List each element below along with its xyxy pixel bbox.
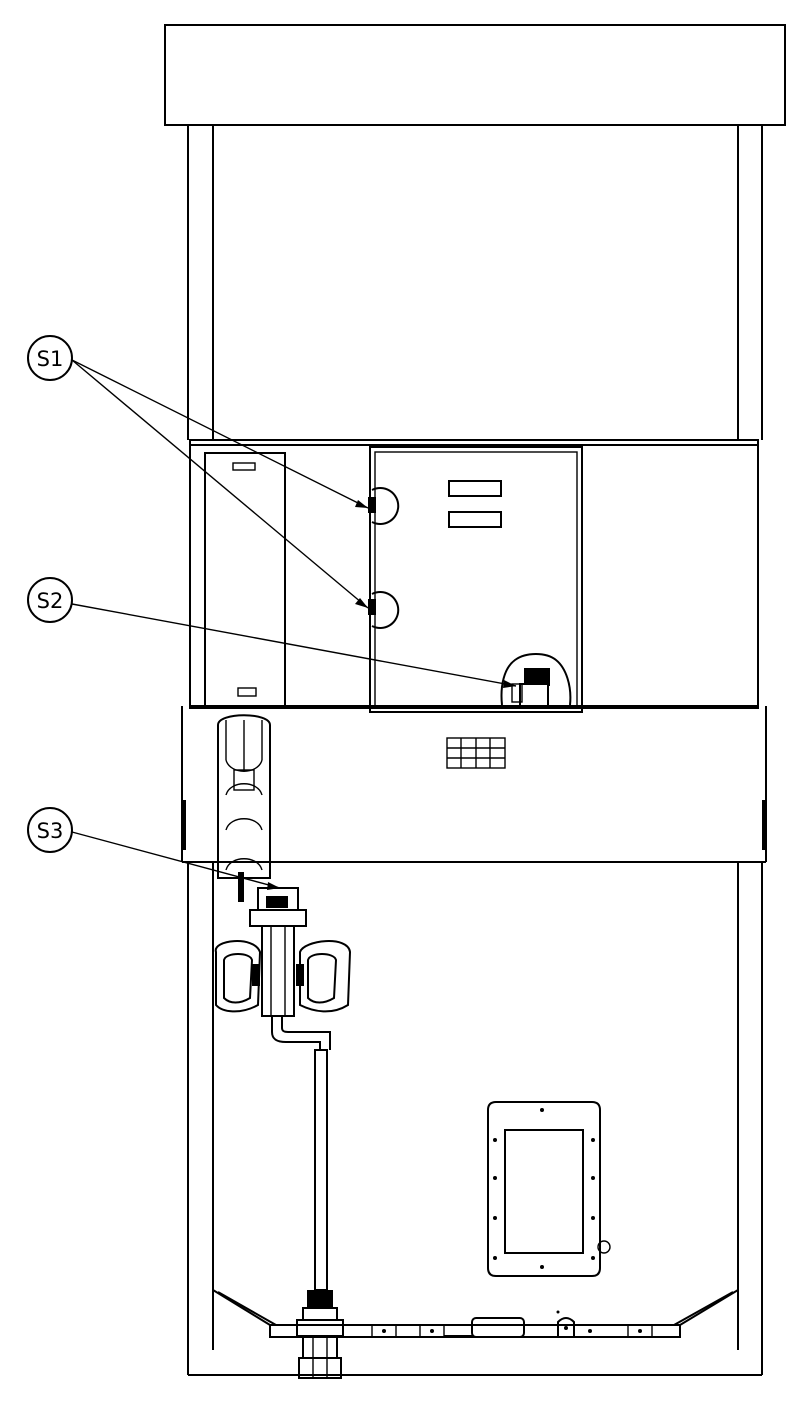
base-frame	[212, 1289, 739, 1338]
callout-s1-label: S1	[37, 347, 64, 371]
inspection-panel	[487, 1101, 611, 1277]
display-window-bottom	[448, 511, 502, 528]
left-side-panel	[204, 452, 286, 709]
callout-s3-circle	[27, 807, 73, 853]
callout-s1-circle	[27, 335, 73, 381]
door-hinge-upper	[368, 487, 400, 525]
electronics-head	[189, 439, 759, 709]
callout-s1: S1	[27, 335, 369, 609]
callout-s3-label: S3	[37, 819, 64, 843]
door-lock	[500, 653, 572, 707]
keypad	[446, 737, 506, 769]
display-window-top	[448, 480, 502, 497]
callout-s2-label: S2	[37, 589, 64, 613]
canopy-box	[164, 24, 786, 126]
callout-s2-circle	[27, 577, 73, 623]
display-door	[369, 446, 583, 713]
upper-cabinet	[187, 125, 763, 440]
nozzle-holster	[217, 714, 271, 879]
callout-s3: S3	[27, 807, 281, 890]
door-hinge-lower	[368, 591, 400, 629]
head-bezel	[181, 705, 767, 863]
inlet-fitting	[296, 1290, 344, 1379]
callout-s2: S2	[27, 577, 517, 688]
lower-cabinet	[187, 862, 763, 1376]
meter-valve-assembly	[214, 872, 352, 1291]
